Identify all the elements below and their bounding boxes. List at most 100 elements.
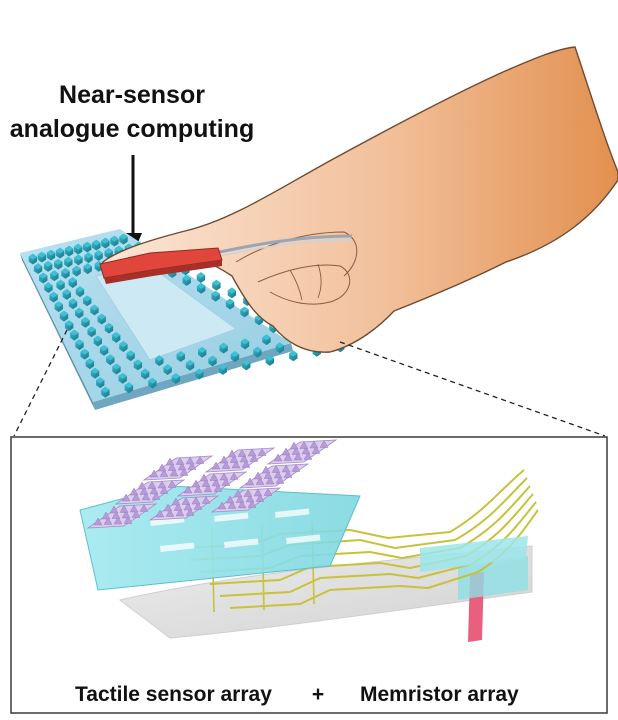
pyramid — [299, 441, 309, 449]
sensor-pillar-side — [93, 338, 103, 347]
pyramid — [187, 462, 197, 470]
sensor-pillar-side — [85, 361, 95, 370]
sensor-pillar — [126, 350, 135, 357]
sensor-pillar-side — [50, 273, 59, 282]
pyramid — [177, 462, 187, 471]
sensor-pillar — [196, 282, 206, 289]
sensor-pillar-side — [163, 367, 172, 376]
pyramid — [225, 495, 235, 504]
sensor-pillar-side — [185, 362, 195, 371]
sensor-pillars — [28, 233, 345, 398]
sensor-pillar-side — [106, 357, 115, 366]
sensor-pillar — [240, 338, 250, 345]
pyramid — [255, 494, 265, 502]
pyramid — [231, 460, 241, 469]
pyramid — [101, 511, 111, 520]
pyramid — [111, 511, 121, 519]
sensor-pillar-side — [28, 256, 38, 265]
sensor-pillar-side — [59, 313, 69, 322]
sensor-pillar — [43, 260, 53, 267]
pyramid — [201, 479, 211, 487]
sensor-pillar-side — [97, 316, 106, 325]
sensor-pillar — [85, 358, 95, 365]
sensor-pillar-side — [83, 244, 92, 253]
sensor-pillar — [61, 267, 70, 274]
sensor-pillar-side — [219, 345, 228, 354]
tactile-sensor-array-3d — [20, 229, 345, 410]
pyramid — [209, 473, 219, 481]
pyramid-tile — [238, 463, 310, 489]
sensor-pillar-side — [49, 294, 58, 303]
pyramid — [147, 481, 157, 489]
sensor-pillar — [219, 342, 228, 349]
pyramid — [265, 476, 275, 485]
pyramid — [175, 508, 185, 517]
pyramid-tile — [142, 455, 214, 481]
thumb-contour — [257, 264, 351, 305]
sensor-pillar-side — [87, 329, 96, 338]
sensor-pillar-side — [133, 362, 143, 371]
pyramid-micro-arrays — [86, 439, 338, 529]
ribbon-layer — [420, 536, 528, 572]
sensor-pillar — [133, 359, 143, 366]
pyramid — [281, 464, 291, 473]
sensor-pillar-side — [83, 266, 92, 275]
pyramid — [211, 461, 221, 470]
sensor-pillar-side — [101, 240, 110, 249]
sensor-pillar-side — [64, 259, 73, 268]
sensor-pillar-side — [176, 353, 185, 362]
sensor-pillar-side — [54, 261, 63, 270]
pyramid — [103, 517, 113, 525]
pyramid — [167, 463, 177, 471]
sensor-pillar-side — [37, 254, 47, 263]
sensor-pillar-side — [218, 366, 228, 375]
pyramid — [273, 453, 283, 462]
pyramid — [309, 440, 319, 449]
pyramid — [119, 505, 129, 513]
sensor-pillar-side — [39, 275, 48, 284]
sensor-pillar-side — [195, 371, 204, 380]
pyramid — [201, 496, 211, 504]
pyramid — [227, 501, 237, 509]
sensor-pillar-side — [196, 285, 206, 294]
pyramid-tile — [114, 479, 186, 505]
sensor-pillar-side — [208, 358, 217, 367]
palm-crease — [235, 231, 358, 277]
finger-crease — [289, 269, 303, 301]
pyramid — [311, 446, 321, 454]
pyramid — [131, 493, 141, 501]
sensor-pillar-side — [64, 323, 74, 332]
sensor-pillar-side — [73, 246, 83, 255]
sensor-pillar — [185, 359, 195, 366]
sensor-pillar-side — [90, 370, 100, 379]
sensor-pillar-side — [54, 304, 63, 313]
sensor-pillar-side — [46, 252, 56, 261]
pyramid — [255, 477, 265, 485]
sensor-pillar — [39, 272, 48, 279]
caption-left: Tactile sensor array — [75, 683, 272, 706]
sensor-pillar-side — [171, 376, 181, 385]
sensor-pillar-side — [124, 385, 134, 394]
sensor-pillar-side — [74, 310, 84, 319]
sensor-pillar — [54, 258, 63, 265]
pyramid — [165, 509, 175, 517]
pyramid — [165, 457, 175, 466]
pyramid — [245, 477, 255, 486]
finger-crease-2 — [317, 263, 322, 299]
sensor-pillar-side — [262, 337, 271, 346]
sensor-pillar — [28, 253, 38, 260]
sensor-pillar-side — [119, 343, 128, 352]
sensor-pillar — [163, 364, 172, 371]
sensor-pillar — [97, 313, 106, 320]
finger-icon — [99, 46, 618, 353]
sensor-pillar-side — [118, 375, 127, 384]
pyramid — [257, 448, 267, 456]
sensor-pillar-side — [84, 255, 93, 264]
pyramid — [159, 486, 169, 494]
pyramid — [113, 516, 123, 525]
pyramid — [303, 452, 313, 460]
pyramid — [175, 457, 185, 465]
pyramid — [263, 471, 273, 479]
pyramid — [129, 487, 139, 496]
sensor-pillar-side — [240, 309, 249, 318]
